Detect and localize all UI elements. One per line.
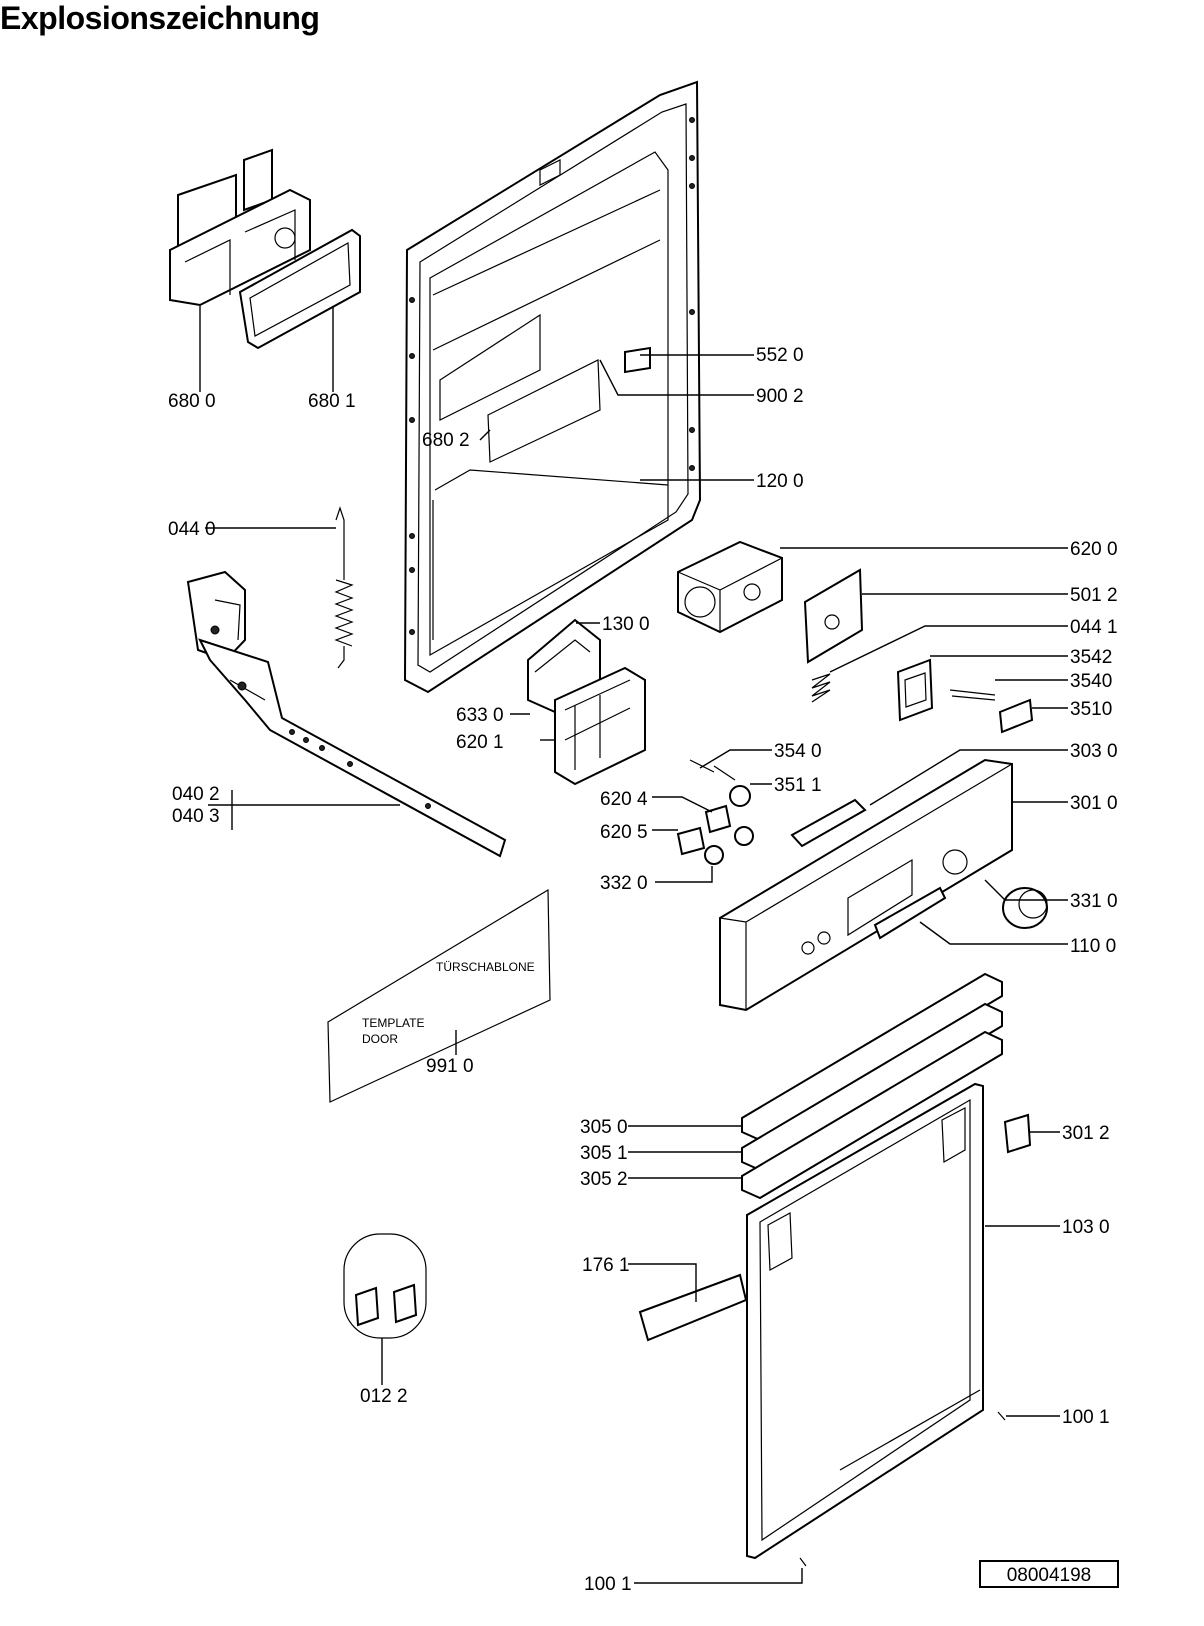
label-3510: 3510 <box>1070 699 1112 720</box>
hinge-part <box>186 570 507 858</box>
small-parts <box>676 658 1034 865</box>
timer-module-part <box>677 540 783 634</box>
switch-module-part <box>527 618 646 786</box>
label-1200: 120 0 <box>756 471 804 492</box>
label-6204: 620 4 <box>600 789 648 810</box>
reference-number-box <box>979 1560 1119 1588</box>
page-title: Explosionszeichnung <box>0 0 320 36</box>
label-3540b: 354 0 <box>774 741 822 762</box>
label-9910: 991 0 <box>426 1056 474 1077</box>
label-6802: 680 2 <box>422 430 470 451</box>
label-3542: 3542 <box>1070 647 1112 668</box>
label-3030: 303 0 <box>1070 741 1118 762</box>
control-panel-part <box>719 758 1048 1012</box>
label-0403: 040 3 <box>172 806 220 827</box>
label-6801: 680 1 <box>308 391 356 412</box>
label-6330: 633 0 <box>456 705 504 726</box>
template-label-de: TÜRSCHABLONE <box>436 960 535 974</box>
accessory-bubble <box>343 1233 427 1339</box>
outer-door-part <box>638 1082 1032 1567</box>
label-0441: 044 1 <box>1070 617 1118 638</box>
label-1001-bottom: 100 1 <box>584 1574 632 1595</box>
reference-number: 08004198 <box>1007 1565 1092 1586</box>
inner-door-part <box>403 80 702 694</box>
label-3310: 331 0 <box>1070 891 1118 912</box>
strips-part <box>741 972 1003 1200</box>
label-0440: 044 0 <box>168 519 216 540</box>
label-3012: 301 2 <box>1062 1123 1110 1144</box>
label-3051: 305 1 <box>580 1143 628 1164</box>
label-1030: 103 0 <box>1062 1217 1110 1238</box>
label-0402: 040 2 <box>172 784 220 805</box>
template-label-en-line2: DOOR <box>362 1032 398 1046</box>
template-label-en-line1: TEMPLATE <box>362 1016 424 1030</box>
label-6200: 620 0 <box>1070 539 1118 560</box>
label-3511: 351 1 <box>774 775 822 796</box>
dispenser-part <box>169 148 361 350</box>
label-3052: 305 2 <box>580 1169 628 1190</box>
template-sheet <box>327 888 551 1103</box>
label-5520: 552 0 <box>756 345 804 366</box>
leader-lines <box>199 306 1068 1584</box>
label-6205: 620 5 <box>600 822 648 843</box>
label-6800: 680 0 <box>168 391 216 412</box>
label-6201: 620 1 <box>456 732 504 753</box>
label-5012: 501 2 <box>1070 585 1118 606</box>
spring-part <box>334 506 831 703</box>
label-1761: 176 1 <box>582 1255 630 1276</box>
label-3010: 301 0 <box>1070 793 1118 814</box>
label-1300: 130 0 <box>602 614 650 635</box>
label-3050: 305 0 <box>580 1117 628 1138</box>
label-9002: 900 2 <box>756 386 804 407</box>
label-3320: 332 0 <box>600 873 648 894</box>
label-0122: 012 2 <box>360 1386 408 1407</box>
label-3540: 3540 <box>1070 671 1112 692</box>
circuit-board-part <box>803 568 864 664</box>
label-1100: 110 0 <box>1070 936 1116 957</box>
label-1001-right: 100 1 <box>1062 1407 1110 1428</box>
